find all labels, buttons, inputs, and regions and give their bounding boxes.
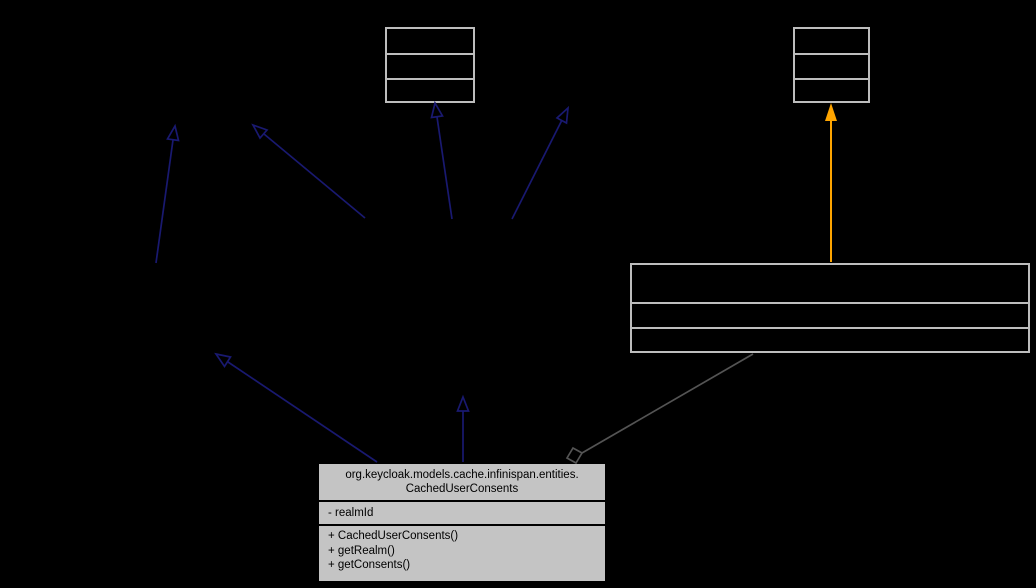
inheritance-edge-5 xyxy=(227,361,378,463)
inheritance-edge-3 xyxy=(436,116,453,220)
inheritance-edge-4 xyxy=(511,119,563,220)
node-compartment xyxy=(795,78,868,101)
inheritance-arrowhead-4 xyxy=(555,105,570,125)
method-constructor: + CachedUserConsents() xyxy=(328,530,459,542)
aggregation-diamond xyxy=(565,446,584,465)
class-node-top-right[interactable] xyxy=(793,27,870,103)
method-getconsents: + getConsents() xyxy=(328,559,411,571)
node-compartment xyxy=(387,29,473,53)
class-node-right[interactable] xyxy=(630,263,1030,353)
inheritance-arrowhead-5 xyxy=(214,352,232,369)
inheritance-edge-1 xyxy=(155,139,174,264)
method-getrealm: + getRealm() xyxy=(328,544,395,557)
class-title: org.keycloak.models.cache.infinispan.ent… xyxy=(319,464,605,500)
node-compartment xyxy=(632,265,1028,302)
template-arrowhead xyxy=(825,103,837,121)
class-node-cacheduserconsents[interactable]: org.keycloak.models.cache.infinispan.ent… xyxy=(317,462,607,583)
inheritance-arrowhead-2 xyxy=(251,123,269,140)
inheritance-arrowhead-1 xyxy=(166,123,180,142)
class-title-line1: org.keycloak.models.cache.infinispan.ent… xyxy=(345,469,579,481)
inheritance-arrowhead-3 xyxy=(430,100,444,119)
class-node-top-middle[interactable] xyxy=(385,27,475,103)
attribute-realmid: - realmId xyxy=(328,507,374,519)
inheritance-arrowhead-6 xyxy=(456,394,470,412)
inheritance-edge-2 xyxy=(263,133,366,219)
node-compartment xyxy=(387,78,473,101)
aggregation-edge xyxy=(581,353,754,454)
class-methods: + CachedUserConsents() + getRealm() + ge… xyxy=(319,524,605,573)
node-compartment xyxy=(795,29,868,53)
node-compartment xyxy=(795,53,868,78)
node-compartment xyxy=(632,327,1028,349)
class-title-line2: CachedUserConsents xyxy=(405,483,519,495)
node-compartment xyxy=(387,53,473,78)
class-attributes: - realmId xyxy=(319,500,605,524)
node-compartment xyxy=(632,302,1028,327)
